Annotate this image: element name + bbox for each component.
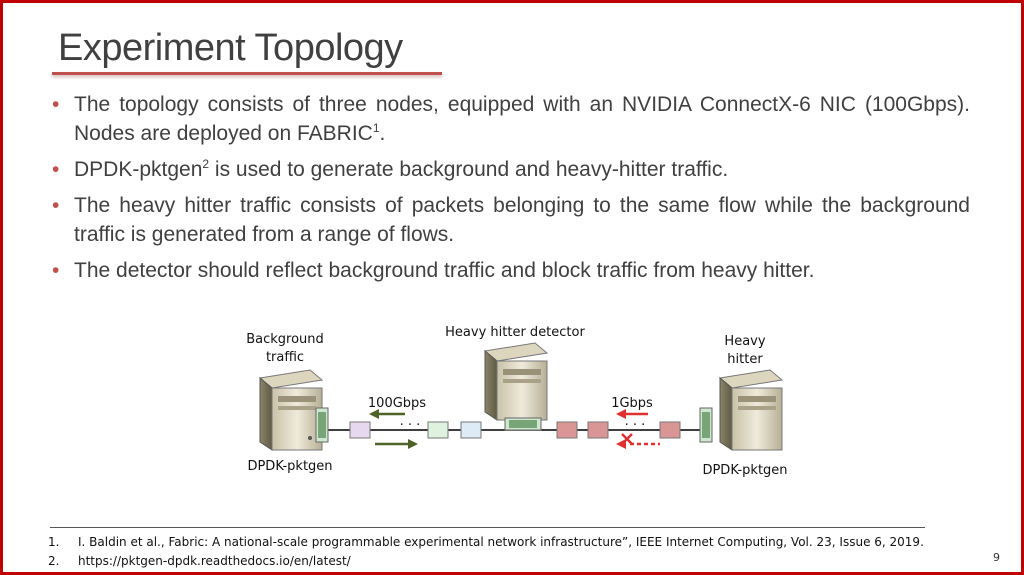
footnote-divider [50,527,925,528]
background-packet [460,421,482,439]
topology-svg [258,342,784,451]
heavy-hitter-packet [659,421,681,439]
slide-title: Experiment Topology [58,27,403,69]
background-packet [427,421,449,439]
bullet-dot-icon: • [52,93,60,116]
bullet-item: •The detector should reflect background … [52,256,970,285]
bullet-item: •The heavy hitter traffic consists of pa… [52,191,970,249]
bullet-item: •The topology consists of three nodes, e… [52,90,970,148]
left-nic-icon [315,407,329,443]
topology-diagram: Background traffic DPDK-pktgen Heavy hit… [230,318,810,488]
footnote-list: 1.I. Baldin et al., Fabric: A national-s… [48,533,924,571]
background-arrow-left-icon [369,409,405,419]
bullet-dot-icon: • [52,194,60,217]
detector-label: Heavy hitter detector [445,325,585,340]
page-number: 9 [993,551,1000,564]
right-nic-icon [699,407,713,443]
left-pktgen-label: DPDK-pktgen [247,459,333,474]
footnote-item: 2.https://pktgen-dpdk.readthedocs.io/en/… [48,554,351,568]
detector-server-icon [483,342,549,421]
bullet-item: •DPDK-pktgen2 is used to generate backgr… [52,155,970,184]
footnote-item: 1.I. Baldin et al., Fabric: A national-s… [48,535,924,549]
heavy-hitter-arrow-left-icon [616,409,648,419]
heavy-hitter-label: Heavy hitter [724,334,766,367]
background-arrow-right-icon [375,439,418,449]
left-link-rate-label: 100Gbps [367,396,427,411]
background-packet [349,421,371,439]
bullet-dot-icon: • [52,158,60,181]
center-nic-icon [504,417,542,431]
bullet-list: •The topology consists of three nodes, e… [52,90,970,292]
title-underline [52,72,442,75]
background-server-icon [258,369,324,451]
right-pktgen-label: DPDK-pktgen [702,463,788,478]
block-x-icon [621,433,633,445]
heavy-hitter-packet [587,421,609,439]
heavy-hitter-server-icon [718,369,784,451]
heavy-hitter-packet [556,421,578,439]
right-link-rate-label: 1Gbps [611,396,653,411]
bullet-dot-icon: • [52,259,60,282]
right-ellipsis: . . . [624,414,646,429]
left-ellipsis: . . . [399,414,421,429]
background-traffic-label: Background traffic [246,332,324,365]
footnote-link[interactable]: https://pktgen-dpdk.readthedocs.io/en/la… [78,554,351,568]
